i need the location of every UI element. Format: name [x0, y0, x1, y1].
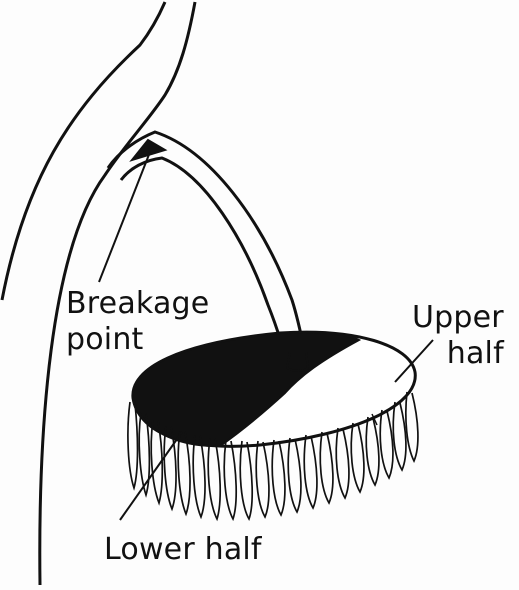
- fringe-tooth: [304, 435, 317, 508]
- connector-attachment: [287, 352, 308, 371]
- fringe-tooth: [193, 435, 205, 517]
- lower-half-label: Lower half: [104, 532, 262, 568]
- fringe-tooth: [380, 410, 393, 478]
- breakage-point-label: Breakage point: [66, 286, 209, 358]
- fringe-tooth: [240, 441, 252, 519]
- fringe-tooth: [128, 402, 138, 488]
- fringe-tooth: [208, 438, 220, 519]
- fringe-tooth: [256, 441, 269, 517]
- fringe-tooth: [288, 438, 301, 512]
- fringe-tooth: [351, 423, 364, 492]
- fringe-tooth: [224, 440, 236, 519]
- fringe-tooth: [139, 413, 149, 495]
- breakage-label-line-2: point: [66, 322, 209, 358]
- fringe-tooth: [366, 417, 379, 485]
- fringe-tooth: [320, 432, 333, 503]
- upper-half-label: Upper half: [412, 300, 504, 372]
- upper-label-line-2: half: [412, 336, 504, 372]
- fringe-tooth: [272, 440, 285, 515]
- fringe-tooth: [393, 402, 406, 470]
- breakage-label-line-1: Breakage: [66, 286, 209, 322]
- upper-label-line-1: Upper: [412, 300, 504, 336]
- fringe-tooth: [336, 428, 349, 498]
- fringe-tooth: [406, 392, 418, 461]
